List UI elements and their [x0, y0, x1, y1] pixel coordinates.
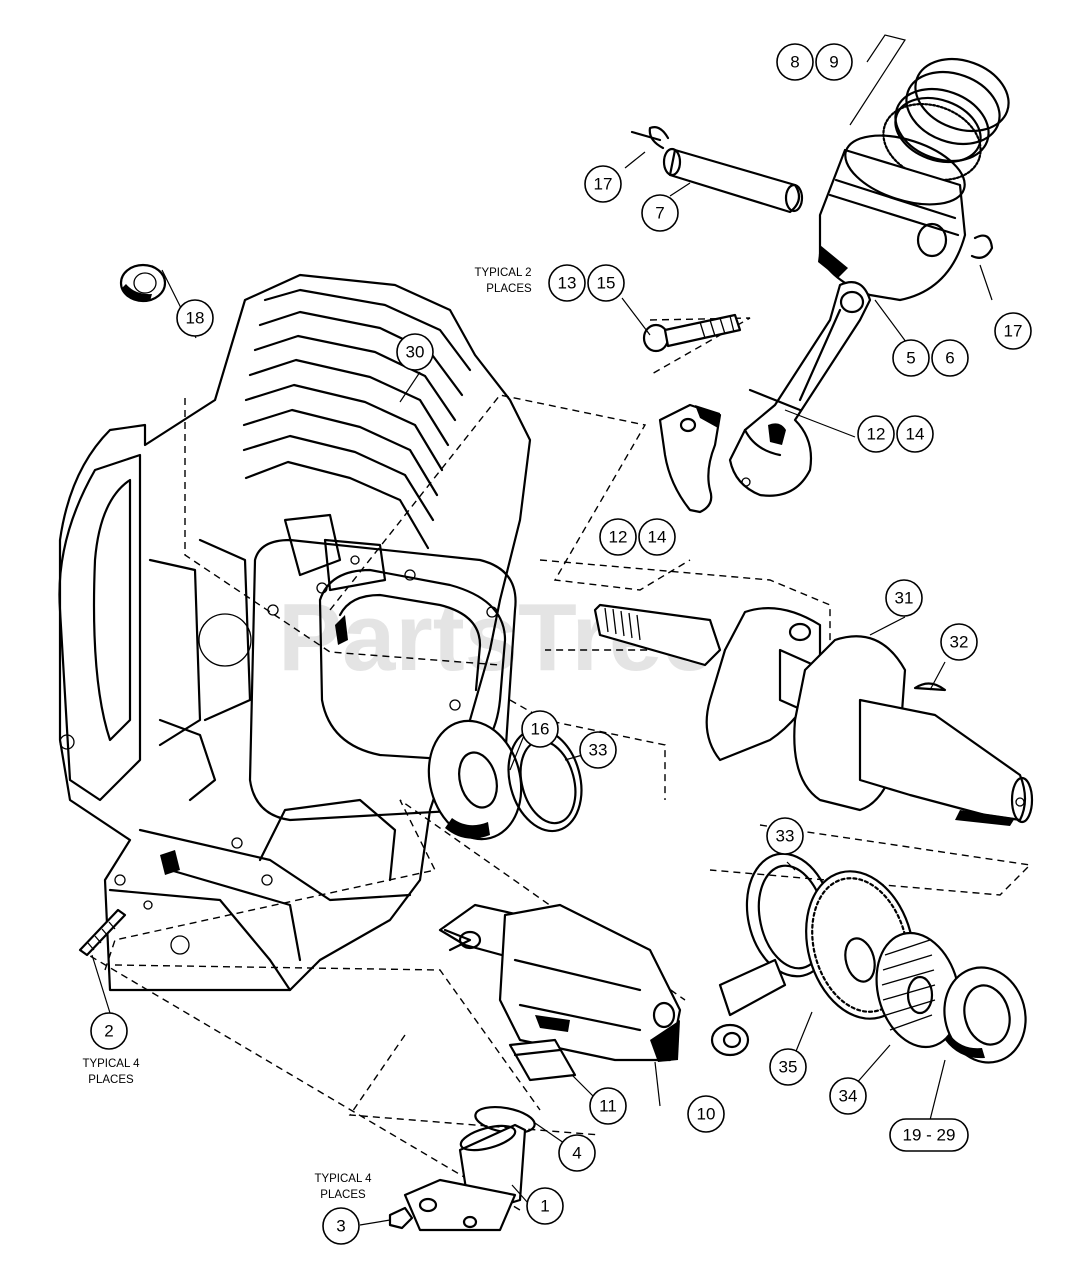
callout-4: 4: [558, 1134, 596, 1172]
stud-bolt-part: [78, 908, 127, 957]
callout-30: 30: [396, 333, 434, 371]
callout-13: 13: [548, 264, 586, 302]
svg-text:19 - 29: 19 - 29: [903, 1126, 956, 1145]
svg-text:14: 14: [906, 425, 925, 444]
callout-19-29: 19 - 29: [889, 1118, 969, 1152]
connecting-rod-part: [728, 281, 872, 497]
svg-text:35: 35: [779, 1058, 798, 1077]
svg-text:31: 31: [895, 589, 914, 608]
pin-clip-left-part: [630, 126, 670, 150]
guide-line-washer: [509, 699, 666, 800]
crankshaft-part: [593, 603, 1034, 826]
callout-11: 11: [589, 1087, 627, 1125]
callout-31: 31: [885, 579, 923, 617]
callout-12-right: 12: [857, 415, 895, 453]
note-typical-2-line1: TYPICAL 2: [474, 267, 531, 279]
callout-10: 10: [687, 1095, 725, 1133]
svg-text:13: 13: [558, 274, 577, 293]
callout-18: 18: [176, 299, 214, 337]
svg-text:5: 5: [906, 349, 915, 368]
oil-seal-part: [119, 263, 167, 303]
svg-text:4: 4: [572, 1144, 581, 1163]
svg-text:16: 16: [531, 720, 550, 739]
pin-clip-right-part: [970, 234, 994, 259]
note-typical-4-b-line1: TYPICAL 4: [314, 1173, 372, 1185]
callout-35: 35: [769, 1048, 807, 1086]
callout-1: 1: [526, 1187, 564, 1225]
callout-12-left: 12: [599, 518, 637, 556]
note-typical-2-line2: PLACES: [486, 283, 532, 295]
svg-text:18: 18: [186, 309, 205, 328]
callout-15: 15: [587, 264, 625, 302]
svg-text:30: 30: [406, 343, 425, 362]
callout-8: 8: [776, 43, 814, 81]
svg-text:10: 10: [697, 1105, 716, 1124]
callout-16: 16: [521, 710, 559, 748]
callout-32: 32: [940, 623, 978, 661]
flange-tube-part: [403, 1123, 527, 1232]
callout-9: 9: [815, 43, 853, 81]
svg-text:33: 33: [589, 741, 608, 760]
svg-text:17: 17: [1004, 322, 1023, 341]
note-typical-4-a-line2: PLACES: [88, 1074, 134, 1086]
callout-3: 3: [322, 1207, 360, 1245]
callout-5: 5: [892, 339, 930, 377]
svg-text:2: 2: [104, 1022, 113, 1041]
callout-34: 34: [829, 1077, 867, 1115]
svg-text:12: 12: [609, 528, 628, 547]
svg-text:11: 11: [599, 1097, 617, 1116]
note-typical-4-b-line2: PLACES: [320, 1189, 366, 1201]
svg-text:8: 8: [790, 53, 799, 72]
guide-line-piston: [329, 394, 691, 611]
callout-14-left: 14: [638, 518, 676, 556]
rod-cap-part: [658, 403, 722, 514]
svg-text:6: 6: [945, 349, 954, 368]
callout-14-right: 14: [896, 415, 934, 453]
guide-line-bolts: [104, 799, 686, 1001]
oil-filter-element-part: [508, 1038, 577, 1082]
svg-text:33: 33: [776, 827, 795, 846]
governor-housing-part: [438, 903, 682, 1062]
svg-text:32: 32: [950, 633, 969, 652]
shim-washer-part: [943, 966, 1027, 1064]
callout-33-upper: 33: [579, 731, 617, 769]
svg-text:7: 7: [655, 204, 664, 223]
callout-2: 2: [90, 1012, 128, 1050]
flange-screw-part: [388, 1206, 414, 1230]
note-typical-4-a-line1: TYPICAL 4: [82, 1058, 140, 1070]
rod-bolt-part: [642, 313, 742, 353]
callout-17-right: 17: [994, 312, 1032, 350]
callout-7: 7: [641, 194, 679, 232]
piston-pin-part: [662, 147, 804, 214]
guide-line-bottom: [114, 964, 541, 1111]
svg-text:12: 12: [867, 425, 886, 444]
svg-text:9: 9: [829, 53, 838, 72]
svg-text:3: 3: [336, 1217, 345, 1236]
guide-line-flange: [79, 949, 521, 1211]
callout-17-left: 17: [584, 165, 622, 203]
svg-text:15: 15: [597, 274, 616, 293]
piston-part: [818, 134, 967, 302]
svg-text:1: 1: [540, 1197, 549, 1216]
svg-text:14: 14: [648, 528, 667, 547]
svg-text:34: 34: [839, 1087, 858, 1106]
guide-line-rod-bolt: [649, 317, 751, 376]
svg-text:17: 17: [594, 175, 613, 194]
woodruff-key-part: [913, 682, 947, 692]
callout-6: 6: [931, 339, 969, 377]
guide-line-seal: [184, 398, 501, 666]
thrust-washer-part: [427, 719, 523, 841]
callout-33-lower: 33: [766, 817, 804, 855]
guide-line-crank: [539, 559, 831, 666]
